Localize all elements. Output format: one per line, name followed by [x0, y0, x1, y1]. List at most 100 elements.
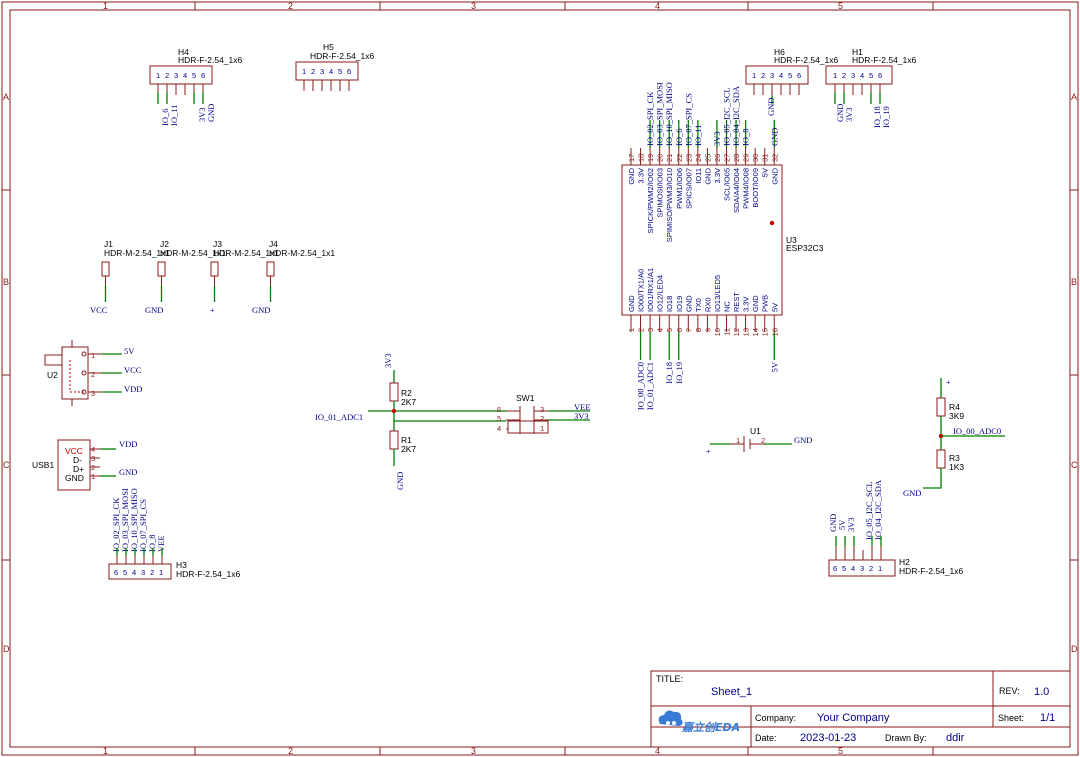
zone-col-4: 4: [655, 1, 660, 11]
jumper-j2[interactable]: J2 HDR-M-2.54_1x1 GND: [145, 239, 226, 315]
u3-top-pin-number: 28: [732, 154, 741, 162]
r34-net-adc0: IO_00_ADC0: [953, 426, 1001, 436]
jumper-j4[interactable]: J4 HDR-M-2.54_1x1 GND: [252, 239, 335, 315]
usb1-pin-gnd: GND: [65, 473, 84, 483]
u3-bottom-pin-label: 5V: [770, 303, 779, 312]
divider-r1-r2[interactable]: 3V3 R2 2K7 R1 2K7 GND IO_01_ADC1: [315, 353, 506, 490]
h2-ref: H2: [899, 557, 910, 567]
r3-ref: R3: [949, 453, 960, 463]
sw1-pin-1: 1: [540, 424, 544, 433]
usb1-pinnum-3: 3: [91, 454, 95, 463]
r1-ref: R1: [401, 435, 412, 445]
zone-col-4-bottom: 4: [655, 746, 660, 756]
h2-net-gnd: GND: [828, 514, 838, 532]
usb1-pin-dminus: D-: [73, 455, 82, 465]
usb-connector-usb1[interactable]: USB1 VCC D- D+ GND 4 3 2 1 VDD GND: [32, 439, 137, 491]
h3-pin-4: 4: [132, 568, 136, 577]
u3-top-net-label: IO_11: [693, 125, 703, 146]
h3-pin-1: 1: [159, 568, 163, 577]
tb-date: 2023-01-23: [800, 732, 856, 744]
u3-bottom-pin-label: IO13/LED5: [713, 275, 722, 312]
u2-ref: U2: [47, 370, 58, 380]
sw1-pin-4: 4: [497, 424, 501, 433]
h5-pin-1: 1: [302, 67, 306, 76]
j4-net: GND: [252, 305, 270, 315]
h4-pin-4: 4: [183, 71, 187, 80]
u3-top-net-label: IO_6: [674, 129, 684, 146]
divider-r3-r4[interactable]: + R4 3K9 IO_00_ADC0 R3 1K3 GND: [903, 377, 1005, 498]
u2-net-vcc: VCC: [124, 365, 142, 375]
h2-value: HDR-F-2.54_1x6: [899, 566, 964, 576]
h1-pin-6: 6: [878, 71, 882, 80]
u3-bottom-pin-number: 6: [675, 328, 684, 332]
tb-title: Sheet_1: [711, 686, 752, 698]
h2-pin-2: 2: [869, 564, 873, 573]
u3-bottom-pin-label: GND: [684, 295, 693, 312]
h1-pin-1: 1: [833, 71, 837, 80]
tb-rev: 1.0: [1034, 686, 1049, 698]
u3-bottom-pins: 1GND2IO00/TX1/A0IO_00_ADC03IO01/RX1/A1IO…: [627, 268, 779, 410]
h4-net-5: 3V3: [197, 107, 207, 122]
switch-sw1[interactable]: SW1 6 5 4 3 2 1 VEE 3V3: [497, 393, 591, 434]
u3-bottom-pin-label: IO19: [675, 296, 684, 312]
h2-net-5v: 5V: [837, 519, 847, 530]
u3-bottom-pin-number: 1: [627, 328, 636, 332]
u3-bottom-pin-number: 15: [761, 328, 770, 336]
h1-net-io18: IO_18: [872, 106, 882, 128]
u3-top-pin-label: SCL/IO05: [723, 168, 732, 201]
zone-col-2: 2: [288, 1, 293, 11]
u2-net-5v: 5V: [124, 346, 135, 356]
switch-u2[interactable]: U2 1 2 3 5V VCC VDD: [44, 340, 142, 406]
h3-net-4: IO_07_SPI_CS: [138, 499, 148, 552]
header-h6[interactable]: H6 HDR-F-2.54_1x6 1 2 3 4 5 6 GND: [745, 47, 839, 116]
title-block: TITLE: Sheet_1 REV: 1.0 Company: Your Co…: [650, 670, 1071, 748]
u1-net-gnd: GND: [794, 435, 812, 445]
u3-bottom-net-label: IO_01_ADC1: [645, 362, 655, 410]
u3-top-net-label: IO_04_I2C_SDA: [731, 85, 741, 146]
zone-labels: 1 2 3 4 5 1 2 3 4 5 A B C D A B C D: [3, 1, 1078, 756]
u2-pin-1: 1: [91, 351, 95, 360]
j2-value: HDR-M-2.54_1x1: [160, 248, 226, 258]
h5-pin-5: 5: [338, 67, 342, 76]
u3-top-net-label: 3V3: [712, 131, 722, 146]
j2-net: GND: [145, 305, 163, 315]
header-h1[interactable]: H1 HDR-F-2.54_1x6 1 2 3 4 5 6 GND 3V3 IO…: [825, 47, 917, 128]
header-h3[interactable]: IO_02_SPI_CK IO_03_SPI_MOSI IO_10_SPI_MI…: [108, 488, 241, 580]
jumper-j3[interactable]: J3 HDR-M-2.54_1x1 +: [210, 239, 279, 315]
zone-row-c: C: [3, 460, 10, 470]
divider-net-3v3: 3V3: [383, 353, 393, 368]
tb-title-label: TITLE:: [656, 674, 683, 684]
h2-pin-5: 5: [842, 564, 846, 573]
u3-top-net-label: IO_07_SPI_CS: [683, 93, 693, 146]
u3-value: ESP32C3: [786, 243, 824, 253]
u3-top-pin-label: GND: [627, 167, 636, 184]
h5-pin-6: 6: [347, 67, 351, 76]
sw1-pin-5: 5: [497, 414, 501, 423]
h2-net-3v3: 3V3: [846, 517, 856, 532]
mcu-u3[interactable]: U3 ESP32C3 17GND183.3V19SPICK/PWM2/IO02I…: [621, 82, 824, 410]
header-h5[interactable]: H5 HDR-F-2.54_1x6 1 2 3 4 5 6: [295, 42, 375, 91]
u3-top-pin-label: SPICK/PWM2/IO02: [646, 168, 655, 233]
divider-net-gnd: GND: [395, 472, 405, 490]
u3-bottom-pin-number: 2: [637, 328, 646, 332]
u1-pin-1: 1: [736, 436, 740, 445]
h1-pin-3: 3: [851, 71, 855, 80]
usb1-pinnum-2: 2: [91, 463, 95, 472]
jumper-j1[interactable]: J1 HDR-M-2.54_1x1 VCC: [90, 239, 170, 315]
u3-bottom-net-label: IO_19: [674, 362, 684, 384]
battery-u1[interactable]: U1 + 1 2 GND: [706, 426, 812, 456]
u3-bottom-pin-number: 5: [665, 328, 674, 332]
u3-top-pin-number: 26: [713, 154, 722, 162]
j4-ref: J4: [269, 239, 278, 249]
u3-top-pin-label: SPIMISO/PWM3/IO10: [665, 168, 674, 242]
header-h2[interactable]: GND 5V 3V3 IO_05_I2C_SCL IO_04_I2C_SDA 6…: [828, 479, 964, 577]
tb-sheet-label: Sheet:: [998, 713, 1024, 723]
easyeda-logo: 嘉立创EDA: [658, 710, 740, 734]
u3-bottom-pin-number: 12: [732, 328, 741, 336]
h2-net-sda: IO_04_I2C_SDA: [873, 479, 883, 540]
tb-date-label: Date:: [755, 733, 777, 743]
u3-bottom-pin-label: RX0: [703, 297, 712, 312]
tb-company: Your Company: [817, 712, 890, 724]
header-h4[interactable]: H4 HDR-F-2.54_1x6 1 2 3 4 5 6 IO_6 IO_11…: [149, 47, 243, 126]
